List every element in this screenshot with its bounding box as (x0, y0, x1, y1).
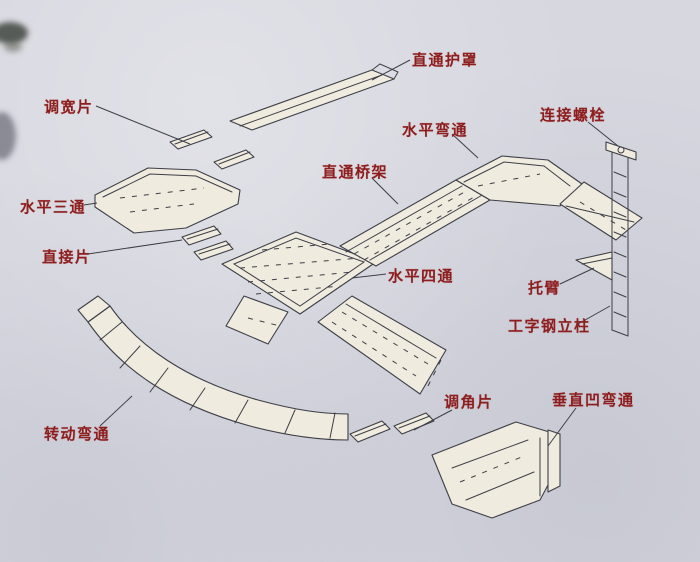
part-branch-tray (317, 295, 447, 395)
part-width-adjuster (169, 129, 255, 170)
label-straight-tray: 直通桥架 (322, 164, 389, 181)
label-connect-bolt: 连接螺栓 (540, 107, 607, 124)
paper-smudge (4, 42, 22, 52)
label-i-beam-column: 工字钢立柱 (508, 318, 591, 335)
part-support-arm (575, 251, 613, 281)
part-direct-piece (181, 225, 234, 261)
label-horizontal-bend: 水平弯通 (402, 122, 469, 139)
label-support-arm: 托臂 (528, 280, 562, 297)
part-rotating-bend (77, 295, 349, 441)
part-right-tray-run (559, 181, 643, 241)
part-angle-adjuster (349, 412, 435, 443)
label-angle-adjuster: 调角片 (444, 394, 494, 411)
label-straight-cover: 直通护罩 (412, 52, 479, 69)
paper-smudge (0, 22, 28, 44)
label-direct-piece: 直接片 (42, 249, 92, 266)
leader-lines (83, 59, 619, 447)
label-width-adjuster: 调宽片 (44, 99, 94, 116)
label-horizontal-cross: 水平四通 (388, 268, 455, 285)
part-straight-tray (339, 179, 491, 267)
paper-smudge (0, 112, 16, 160)
label-vertical-concave-bend: 垂直凹弯通 (552, 392, 635, 409)
part-i-beam-column (605, 141, 637, 337)
part-horizontal-tee (94, 167, 241, 234)
part-straight-cover (229, 63, 399, 131)
label-horizontal-tee: 水平三通 (20, 199, 87, 216)
bolt-icon (617, 146, 625, 154)
label-rotating-bend: 转动弯通 (44, 426, 111, 443)
part-vertical-concave-bend (431, 421, 561, 519)
